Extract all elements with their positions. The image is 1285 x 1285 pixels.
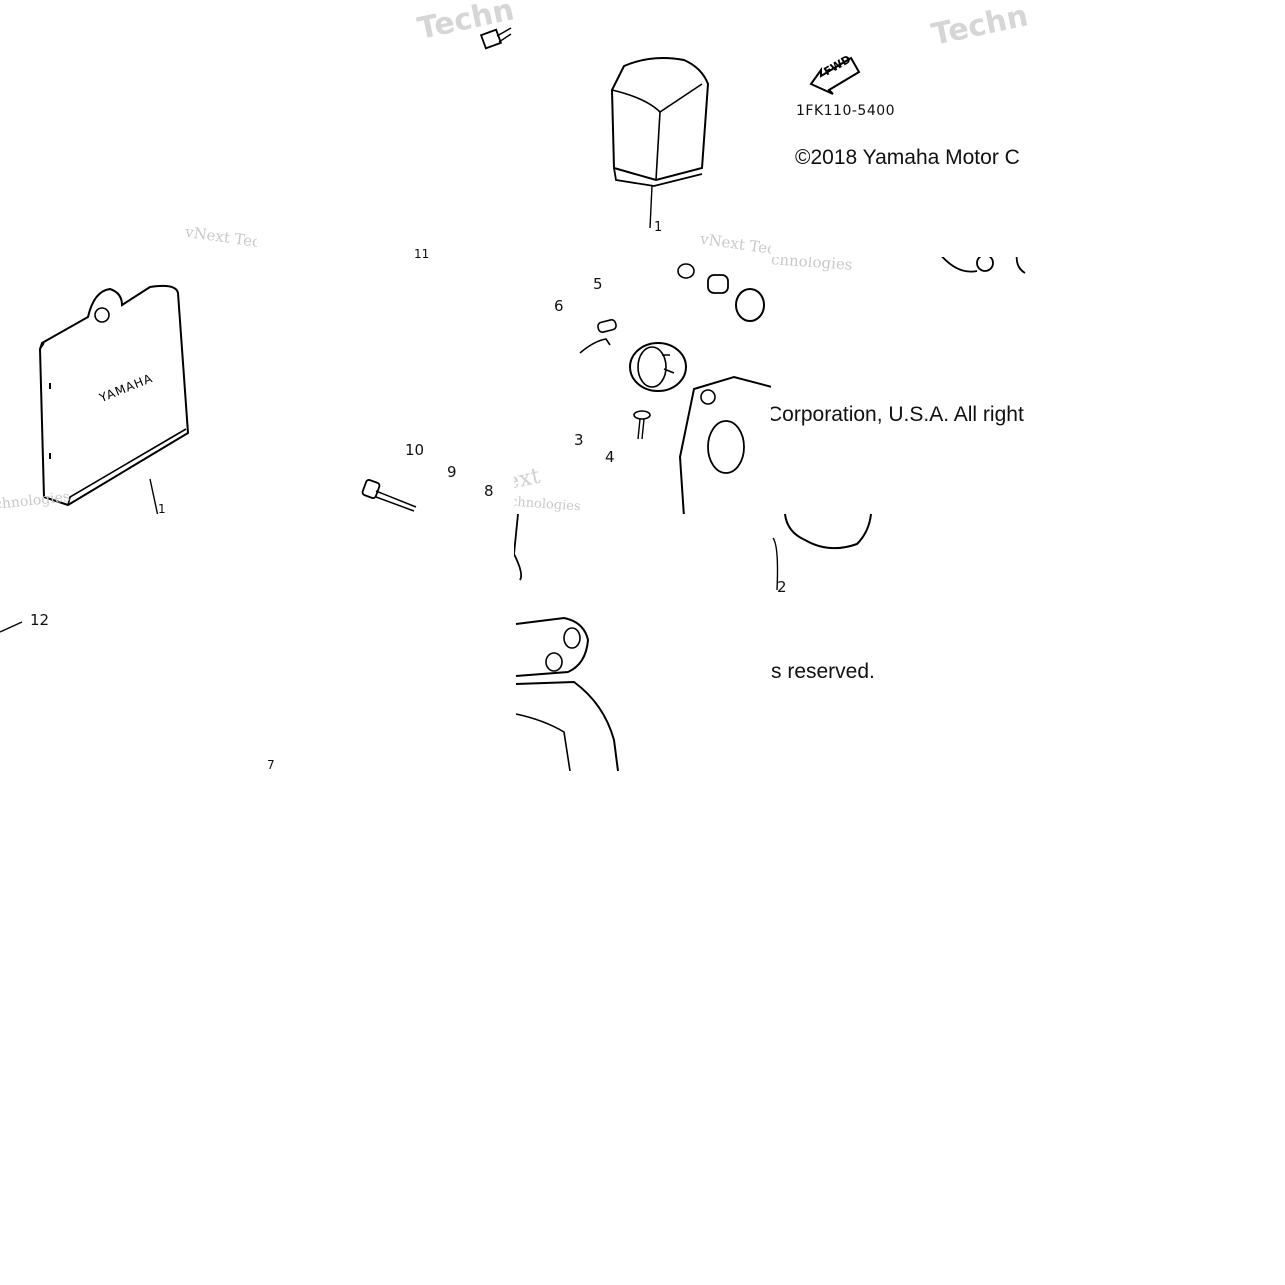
callout-11: 11 — [414, 247, 430, 261]
callout-7: 7 — [267, 758, 275, 772]
callout-12: 12 — [30, 611, 50, 629]
tile-row2-midleft: 10 9 8 — [257, 257, 514, 514]
housing-drawing — [678, 375, 771, 514]
bearing-drawing — [941, 257, 1026, 274]
watermark-text: Techno — [928, 0, 1028, 53]
relay-drawing — [610, 57, 710, 229]
callout-5: 5 — [593, 275, 603, 293]
copyright-line-1: ©2018 Yamaha Motor C — [795, 146, 1020, 169]
copyright-line-2: Corporation, U.S.A. All right — [771, 403, 1024, 426]
callout-1-relay: 1 — [654, 220, 663, 235]
tile-row3-midleft — [257, 514, 514, 771]
rotor-drawing — [629, 342, 687, 392]
callout-2: 2 — [777, 578, 787, 596]
callout-3: 3 — [574, 431, 584, 449]
wire-harness-drawing — [257, 240, 337, 257]
watermark-text: vNext Tec — [699, 229, 771, 257]
starter-drawing — [514, 514, 619, 771]
tile-top-midright: vNext Tec — [514, 0, 771, 257]
callout-9: 9 — [447, 463, 457, 481]
leader-line — [0, 621, 23, 633]
callout-8: 8 — [484, 482, 494, 500]
pin-drawing — [579, 338, 611, 354]
connector-drawing — [479, 27, 512, 50]
callout-10: 10 — [405, 441, 425, 459]
callout-1-cdi: 1 — [158, 502, 166, 516]
tile-top-right: Techno FWD 1FK110-5400 ©2018 Yamaha Moto… — [771, 0, 1028, 257]
motor-end-drawing — [772, 514, 872, 591]
tile-row3-left: 12 — [0, 514, 257, 771]
tile-row2-right: chnologies Corporation, U.S.A. All right — [771, 257, 1028, 514]
collar-drawing — [597, 319, 617, 333]
tile-top-left: vNext Tec — [0, 0, 257, 257]
bolt-drawing — [361, 479, 417, 512]
screw-drawing — [257, 357, 267, 397]
fwd-arrow-icon — [809, 56, 861, 95]
tile-top-midleft: Techno — [257, 0, 514, 257]
grommet-drawing — [677, 263, 765, 322]
watermark-text: ext — [514, 463, 543, 496]
tile-row3-right: 2 s reserved. — [771, 514, 1028, 771]
watermark-text: vNext Tec — [184, 222, 257, 252]
cdi-unit-drawing — [38, 284, 190, 514]
tile-row3-midright — [514, 514, 771, 771]
watermark-text: chnologies — [771, 257, 854, 274]
tile-row2-left: YAMAHA chnologies — [0, 257, 257, 514]
part-number: 1FK110-5400 — [796, 103, 896, 119]
callout-4: 4 — [605, 448, 615, 466]
watermark-text: chnologies — [514, 494, 582, 514]
small-screw-drawing — [633, 410, 651, 440]
callout-6: 6 — [554, 297, 564, 315]
tile-row2-midright: 5 6 3 4 ext chnologies — [514, 257, 771, 514]
copyright-line-3: s reserved. — [771, 660, 875, 683]
